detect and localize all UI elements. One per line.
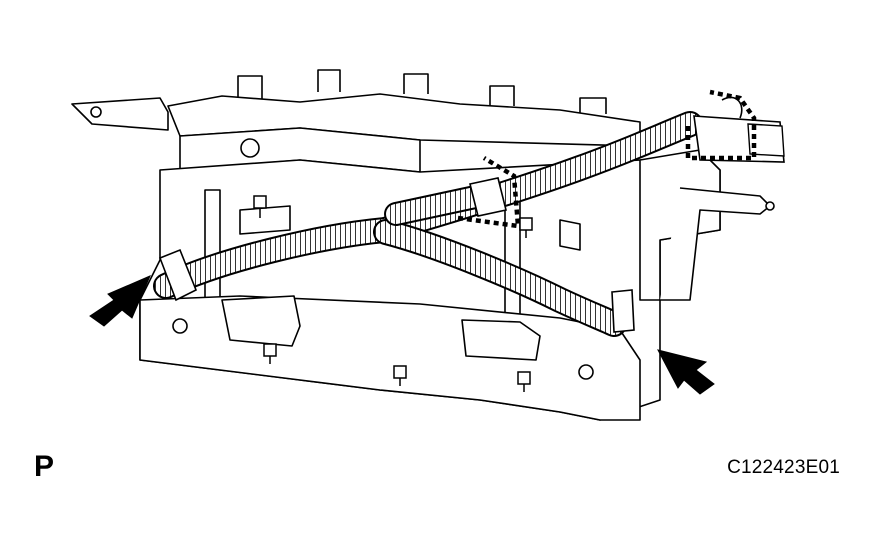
arrow-left: [89, 275, 151, 327]
figure-code: C122423E01: [727, 457, 840, 478]
arrow-right: [657, 349, 715, 395]
view-marker: P: [34, 450, 55, 483]
center-clamp: [469, 177, 507, 217]
wire-harness: [153, 96, 785, 337]
bracket-frame: [71, 69, 775, 421]
lower-connector: [611, 289, 635, 333]
left-connector: [158, 248, 198, 302]
mounting-bolts: [253, 195, 533, 392]
upper-connector: [693, 96, 785, 163]
highlight-boxes: [457, 89, 757, 229]
